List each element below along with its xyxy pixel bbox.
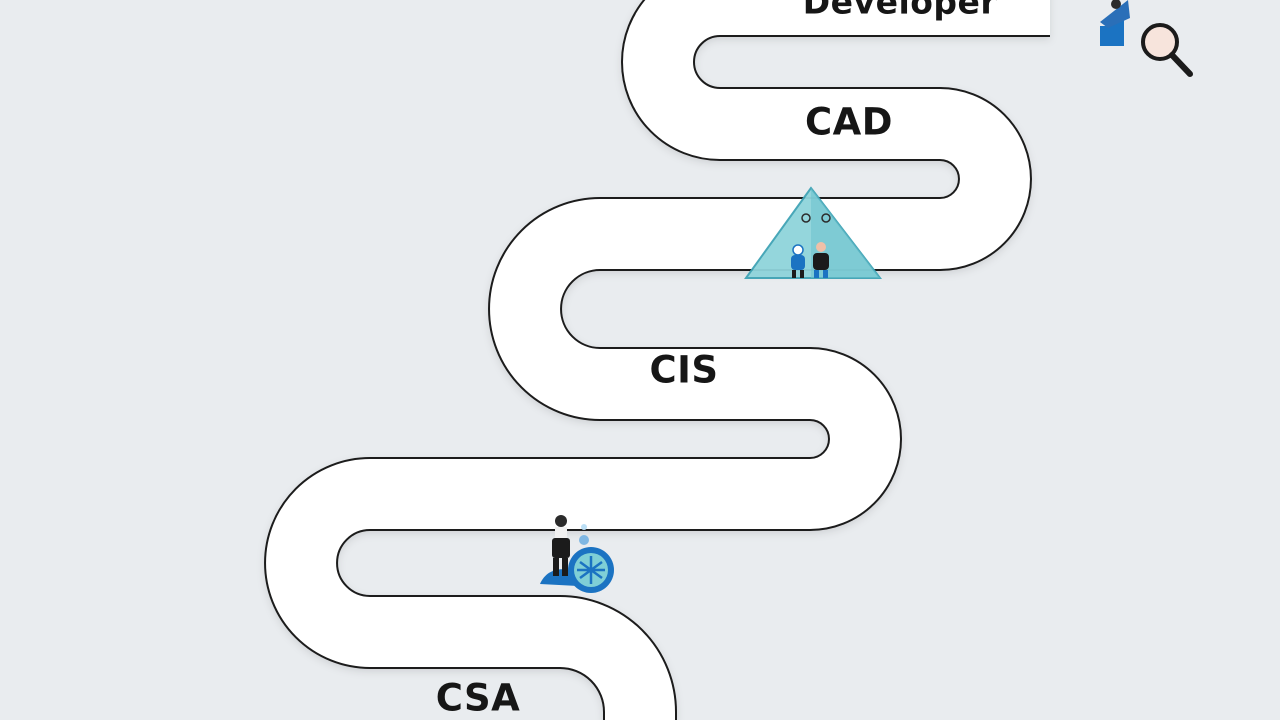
- winding-road: [264, 0, 1050, 720]
- pyramid-team-icon: [744, 186, 883, 279]
- magnifier-icon: [1141, 23, 1193, 77]
- person-with-badge-icon: [540, 515, 614, 593]
- person-figure-icon: [1100, 0, 1130, 46]
- stage-label-csa: CSA: [435, 676, 521, 720]
- stage-label-cis: CIS: [649, 348, 719, 392]
- stage-label-developer: Developer: [802, 0, 998, 22]
- stage-label-cad: CAD: [804, 100, 894, 144]
